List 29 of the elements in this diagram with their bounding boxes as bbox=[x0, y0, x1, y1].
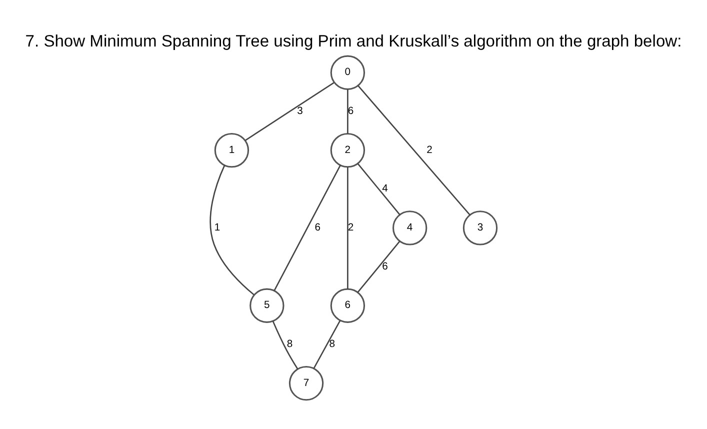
node-circle: 6 bbox=[330, 288, 366, 323]
connector bbox=[357, 241, 400, 293]
diagram-title: 7. Show Minimum Spanning Tree using Prim and Kruskall’s algorithm on the graph below: bbox=[25, 32, 682, 51]
connector bbox=[358, 85, 470, 216]
edge-label: 8 bbox=[286, 339, 293, 350]
connector bbox=[210, 165, 254, 296]
connector bbox=[274, 164, 341, 291]
connector bbox=[313, 320, 341, 369]
edge-label: 1 bbox=[214, 222, 220, 234]
edge-label: 2 bbox=[348, 222, 354, 234]
edge-label: 4 bbox=[382, 184, 388, 195]
node-circle: 4 bbox=[392, 210, 428, 246]
node-circle: 1 bbox=[214, 132, 250, 168]
node-circle: 2 bbox=[330, 132, 366, 168]
edge-label: 6 bbox=[314, 222, 321, 234]
node-circle: 7 bbox=[288, 366, 324, 401]
node-circle: 3 bbox=[462, 210, 498, 246]
connector bbox=[245, 82, 334, 141]
connector bbox=[272, 321, 298, 370]
edge-label: 8 bbox=[329, 339, 336, 350]
edge-label: 6 bbox=[348, 106, 354, 118]
edge-label: 3 bbox=[297, 106, 303, 118]
node-circle: 5 bbox=[250, 288, 284, 323]
connector bbox=[347, 89, 348, 134]
edge-label: 2 bbox=[426, 144, 432, 156]
connector bbox=[357, 163, 400, 216]
node-circle: 0 bbox=[330, 55, 366, 90]
edge-label: 6 bbox=[382, 261, 388, 272]
connector bbox=[347, 166, 348, 289]
